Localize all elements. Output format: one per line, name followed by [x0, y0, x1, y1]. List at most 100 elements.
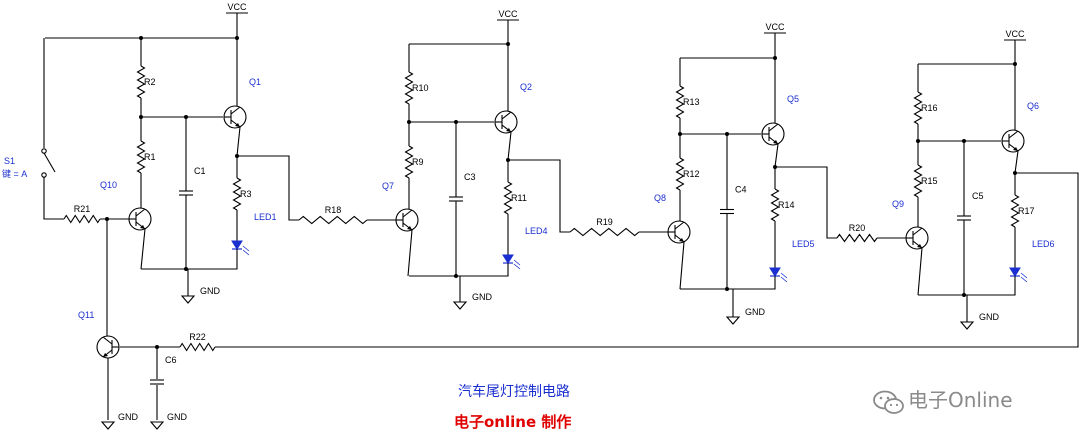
led-ray [1020, 272, 1028, 279]
led-label: LED4 [525, 226, 548, 236]
vcc-label: VCC [227, 2, 247, 12]
capacitor-label: C4 [735, 185, 747, 195]
led-label: LED6 [1032, 239, 1055, 249]
resistor [913, 91, 923, 125]
resistor-label: R2 [144, 77, 156, 87]
wire [407, 229, 413, 277]
transistor-collector [501, 111, 512, 120]
junction-dot [1013, 62, 1017, 66]
ground-symbol [725, 316, 741, 325]
resistor [63, 214, 101, 224]
resistor-label: R1 [144, 152, 156, 162]
led-ray [513, 263, 521, 270]
resistor-label: R19 [596, 217, 613, 227]
resistor-label: R20 [849, 223, 866, 233]
resistor [136, 65, 146, 99]
ground-symbol [100, 421, 116, 430]
ground-symbol [149, 421, 165, 430]
resistor [404, 71, 414, 105]
wire [215, 172, 1079, 348]
led-label: LED5 [792, 239, 815, 249]
transistor-collector [674, 221, 685, 230]
emitter-arrow [773, 140, 778, 144]
wire [917, 247, 923, 296]
resistor-label: R21 [74, 204, 91, 214]
circuit-title: 汽车尾灯控制电路 [458, 384, 570, 400]
wire [43, 177, 64, 220]
led-ray [780, 276, 788, 283]
brand-text: 电子Online [908, 388, 1013, 412]
ground-label: GND [200, 286, 221, 296]
wire [680, 276, 776, 290]
resistor-label: R11 [511, 193, 527, 203]
resistor-label: R17 [1018, 206, 1035, 216]
wire [508, 159, 570, 233]
resistor-label: R18 [325, 205, 342, 215]
led-ray [1020, 276, 1028, 283]
wire [409, 263, 509, 277]
ground-label: GND [979, 312, 1000, 322]
ground-symbol [452, 301, 468, 310]
resistor [404, 145, 414, 179]
wire [918, 276, 1016, 296]
led [769, 267, 781, 277]
capacitor-label: C6 [165, 355, 177, 365]
transistor-label: Q7 [382, 181, 394, 191]
switch-contact [41, 148, 47, 154]
emitter-arrow [407, 226, 412, 230]
resistor-label: R22 [189, 332, 206, 342]
vcc-label: VCC [765, 22, 785, 32]
transistor-collector [912, 227, 923, 236]
switch-key-label: 键 = A [2, 168, 27, 179]
transistor-label: Q6 [1027, 101, 1039, 111]
ground-symbol [180, 295, 196, 304]
wire [679, 118, 761, 135]
led-ray [513, 259, 521, 266]
transistor-label: Q11 [78, 310, 94, 320]
capacitor-label: C3 [464, 172, 476, 182]
resistor-label: R14 [778, 200, 795, 210]
brand-watermark: 电子Online [872, 384, 1013, 415]
transistor-label: Q8 [654, 193, 666, 203]
emitter-arrow [140, 225, 145, 229]
vcc-label: VCC [498, 9, 518, 19]
resistor [836, 233, 878, 243]
led-ray [780, 272, 788, 279]
ground-label: GND [472, 292, 493, 302]
led-ray [242, 245, 250, 252]
resistor [298, 215, 368, 225]
ground-label: GND [167, 412, 188, 422]
emitter-arrow [506, 128, 511, 132]
wire [140, 228, 146, 270]
transistor-collector [230, 106, 241, 115]
resistor-label: R3 [240, 189, 252, 199]
emitter-arrow [1013, 147, 1018, 151]
transistor-collector [1008, 130, 1019, 139]
wire [917, 124, 1001, 142]
resistor-label: R10 [412, 83, 429, 93]
resistor [232, 177, 242, 211]
resistor [770, 188, 780, 222]
vcc-label: VCC [1005, 29, 1025, 39]
resistor-label: R13 [683, 97, 700, 107]
resistor [1010, 194, 1020, 228]
led-label: LED1 [254, 212, 277, 222]
wire [237, 155, 299, 221]
capacitor-label: C1 [194, 166, 206, 176]
wire [775, 166, 837, 239]
wire [141, 249, 238, 270]
transistor-label: Q5 [787, 94, 799, 104]
switch-label: S1 [4, 156, 15, 166]
junction-dot [235, 36, 239, 40]
junction-dot [506, 42, 510, 46]
emitter-arrow [103, 353, 108, 357]
resistor [503, 181, 513, 215]
maker-credit: 电子online 制作 [454, 413, 572, 431]
transistor-collector [102, 336, 113, 345]
transistor-label: Q10 [100, 180, 117, 190]
emitter-arrow [235, 123, 240, 127]
ground-label: GND [745, 307, 766, 317]
resistor [136, 140, 146, 174]
wire [679, 241, 685, 290]
